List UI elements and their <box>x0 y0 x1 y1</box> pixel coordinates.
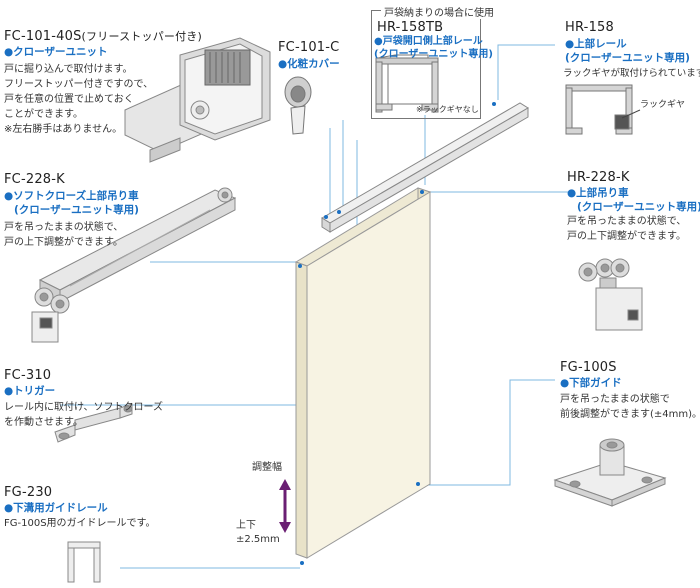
hr158tb-header: 戸袋納まりの場合に使用 <box>381 4 497 19</box>
fc228k-drawing <box>31 187 237 343</box>
fc310-code: FC-310 <box>4 368 52 383</box>
adjust-arrow <box>279 479 291 533</box>
fc101c-name: ●化粧カバー <box>278 58 340 70</box>
desc-line: 戸に掘り込んで取付けます。 <box>4 64 133 75</box>
desc-line: フリーストッパー付きですので、 <box>4 79 154 90</box>
fc228k-name: ●ソフトクローズ上部吊り車 (クローザーユニット専用) <box>4 189 139 217</box>
adjust-title: 調整幅 <box>252 462 282 473</box>
name-line: ●上部レール <box>565 38 627 50</box>
cover-drawing <box>284 76 312 135</box>
fc101-40s-name: ●クローザーユニット <box>4 46 108 58</box>
adjust-label1: 上下 <box>236 520 256 531</box>
fg230-name: ●下溝用ガイドレール <box>4 502 108 514</box>
hr228k-desc: 戸を吊ったままの状態で、 戸の上下調整ができます。 <box>567 214 686 244</box>
trigger-drawing <box>54 403 133 443</box>
desc-line: 戸の上下調整ができます。 <box>567 231 686 242</box>
leader-hr158 <box>497 44 555 100</box>
fg230-drawing <box>67 541 101 583</box>
desc-line: 戸を吊ったままの状態で <box>560 394 670 405</box>
adjust-label2: ±2.5mm <box>236 534 280 545</box>
desc-line: レール内に取付け、ソフトクローズ <box>4 402 163 413</box>
fc101c-code: FC-101-C <box>278 40 340 55</box>
desc-line: 戸を吊ったままの状態で、 <box>567 216 687 227</box>
fc101-40s-desc: 戸に掘り込んで取付けます。 フリーストッパー付きですので、 戸を任意の位置で止め… <box>4 62 153 137</box>
fg100s-code: FG-100S <box>560 360 617 375</box>
hr158-profile <box>565 84 641 135</box>
name-line: (クローザーユニット専用) <box>565 52 690 64</box>
name-line: ●戸袋開口側上部レール <box>374 36 483 47</box>
name-line: ●ソフトクローズ上部吊り車 <box>4 190 139 202</box>
hr158tb-note: ※ラックギヤなし <box>416 105 479 114</box>
hr228k-code: HR-228-K <box>567 170 630 185</box>
marker-dots <box>298 102 496 565</box>
hr158-desc: ラックギヤが取付けられています <box>563 68 700 79</box>
fc310-desc: レール内に取付け、ソフトクローズ を作動させます。 <box>4 400 163 430</box>
fc228k-code: FC-228-K <box>4 172 65 187</box>
desc-line: を作動させます。 <box>4 417 83 428</box>
hr228k-drawing <box>578 258 643 331</box>
name-line: (クローザーユニット専用) <box>374 49 493 60</box>
closer-unit-drawing <box>124 37 271 163</box>
fg230-desc: FG-100S用のガイドレールです。 <box>4 518 156 529</box>
name-line: (クローザーユニット専用) <box>577 201 700 213</box>
name-line: (クローザーユニット専用) <box>14 204 139 216</box>
desc-line: ことができます。 <box>4 109 83 120</box>
desc-line: 戸の上下調整ができます。 <box>4 237 123 248</box>
fc101-40s-suffix: (フリーストッパー付き) <box>81 30 202 43</box>
hr158tb-code: HR-158TB <box>377 20 444 35</box>
hr158-rack-label: ラックギヤ <box>640 100 686 110</box>
hr158-code: HR-158 <box>565 20 614 35</box>
desc-line: 前後調整ができます(±4mm)。 <box>560 409 700 420</box>
fg100s-desc: 戸を吊ったままの状態で 前後調整ができます(±4mm)。 <box>560 392 700 422</box>
fc101-40s-code-text: FC-101-40S <box>4 29 82 44</box>
door-panel <box>294 187 432 559</box>
hr158tb-profile <box>375 54 439 113</box>
fc310-name: ●トリガー <box>4 385 56 397</box>
hr158-name: ●上部レール (クローザーユニット専用) <box>565 37 690 65</box>
top-rail <box>321 102 529 233</box>
fc228k-desc: 戸を吊ったままの状態で、 戸の上下調整ができます。 <box>4 220 123 250</box>
fg100s-drawing <box>553 438 667 507</box>
desc-line: 戸を吊ったままの状態で、 <box>4 222 124 233</box>
fg230-code: FG-230 <box>4 485 53 500</box>
leader-lines <box>60 44 570 569</box>
desc-line: 戸を任意の位置で止めておく <box>4 94 134 105</box>
desc-line: ※左右勝手はありません。 <box>4 124 123 135</box>
leader-fg100s <box>415 379 555 486</box>
hr228k-name: ●上部吊り車 (クローザーユニット専用) <box>567 186 700 214</box>
name-line: ●上部吊り車 <box>567 187 629 199</box>
hr158tb-name: ●戸袋開口側上部レール (クローザーユニット専用) <box>374 35 493 61</box>
fg100s-name: ●下部ガイド <box>560 377 622 389</box>
fc101-40s-code: FC-101-40S(フリーストッパー付き) <box>4 28 202 44</box>
